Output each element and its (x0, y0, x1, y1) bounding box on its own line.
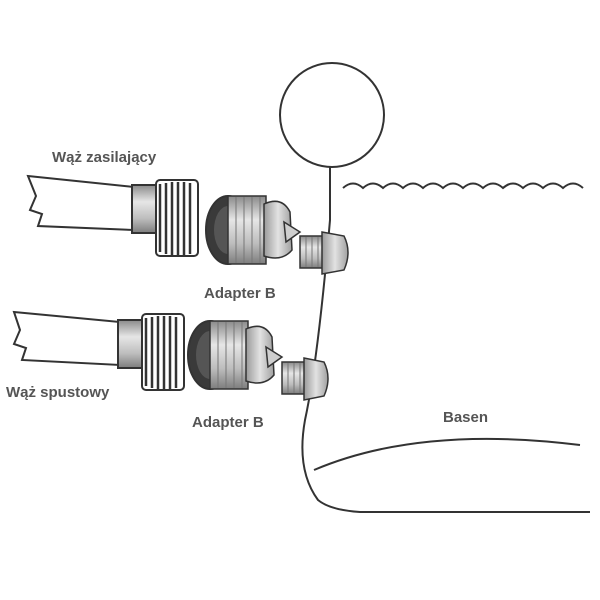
adapter-bottom-label: Adapter B (192, 414, 264, 431)
pool-label: Basen (443, 409, 488, 426)
pool-wall (279, 62, 590, 513)
adapter-top-label: Adapter B (204, 285, 276, 302)
adapter-b-bottom (187, 320, 284, 390)
supply-hose-label: Wąż zasilający (52, 149, 157, 166)
pool-wall-line (301, 167, 590, 513)
wall-fitting-top (299, 231, 349, 275)
pool-floor-curve (313, 437, 581, 471)
adapter-b-top (205, 195, 302, 265)
drain-hose (12, 310, 185, 391)
pool-pump-ball (279, 62, 385, 168)
wall-fitting-bottom (281, 357, 329, 401)
supply-hose (26, 174, 199, 257)
drain-hose-label: Wąż spustowy (6, 384, 110, 401)
water-surface-wave (342, 182, 584, 190)
